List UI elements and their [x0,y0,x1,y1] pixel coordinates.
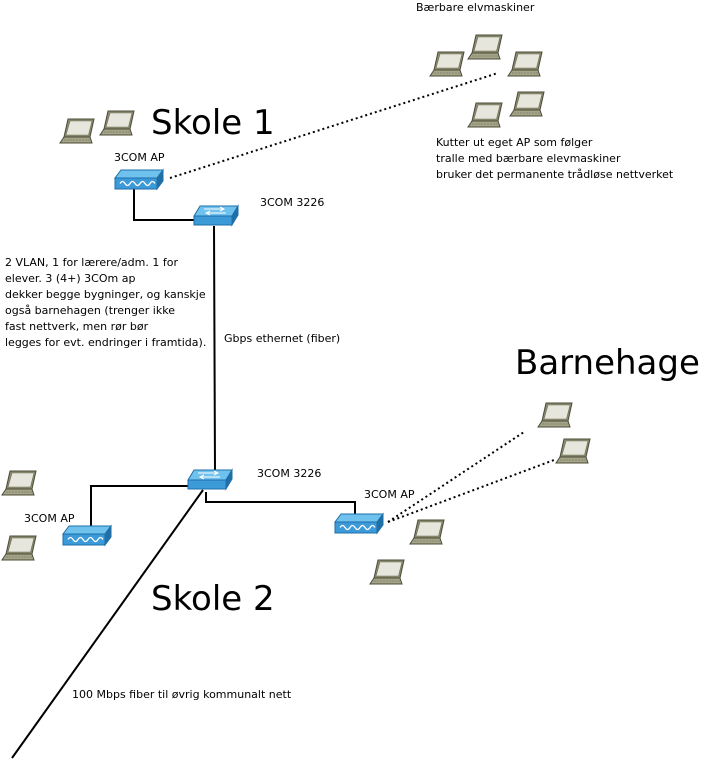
ap-label-skole2-left: 3COM AP [24,512,75,525]
site-title-skole1: Skole 1 [151,103,275,143]
laptop-icon [1,535,37,561]
link-uplink-fiber [11,489,204,759]
link-ap-switch-skole1 [133,186,196,221]
laptop-icon [555,438,591,464]
laptop-icon [99,110,135,136]
wireless-link-skole1 [169,72,499,179]
fiber-link-label: Gbps ethernet (fiber) [224,332,341,345]
wireless-ap-icon [114,169,164,190]
site-title-barnehage: Barnehage [515,343,700,383]
switch-label-skole1: 3COM 3226 [260,196,325,209]
wireless-ap-icon [334,513,384,534]
laptop-icon [1,470,37,496]
network-switch-icon [193,205,239,226]
laptop-icon [59,118,95,144]
laptop-icon [537,402,573,428]
switch-label-skole2: 3COM 3226 [257,467,322,480]
ap-label-skole1: 3COM AP [114,151,165,164]
vlan-note: 2 VLAN, 1 for lærere/adm. 1 for elever. … [5,256,207,349]
portable-machines-label: Bærbare elvmaskiner [416,1,535,14]
wireless-ap-icon [62,525,112,546]
ap-note: Kutter ut eget AP som følger tralle med … [436,136,674,181]
site-title-skole2: Skole 2 [151,579,275,619]
laptop-icon [507,51,543,77]
laptop-icon [467,102,503,128]
ap-label-skole2-right: 3COM AP [364,488,415,501]
link-fiber-backbone [213,225,216,473]
wireless-link-barnehage-1 [387,431,525,523]
laptop-icon [429,51,465,77]
laptop-icon [467,34,503,60]
uplink-label: 100 Mbps fiber til øvrig kommunalt nett [72,688,292,701]
network-switch-icon [187,469,233,490]
laptop-icon [369,559,405,585]
link-switch-ap-left-skole2 [90,485,190,530]
laptop-icon [409,519,445,545]
link-switch-ap-right-skole2 [205,492,356,516]
laptop-icon [509,91,545,117]
